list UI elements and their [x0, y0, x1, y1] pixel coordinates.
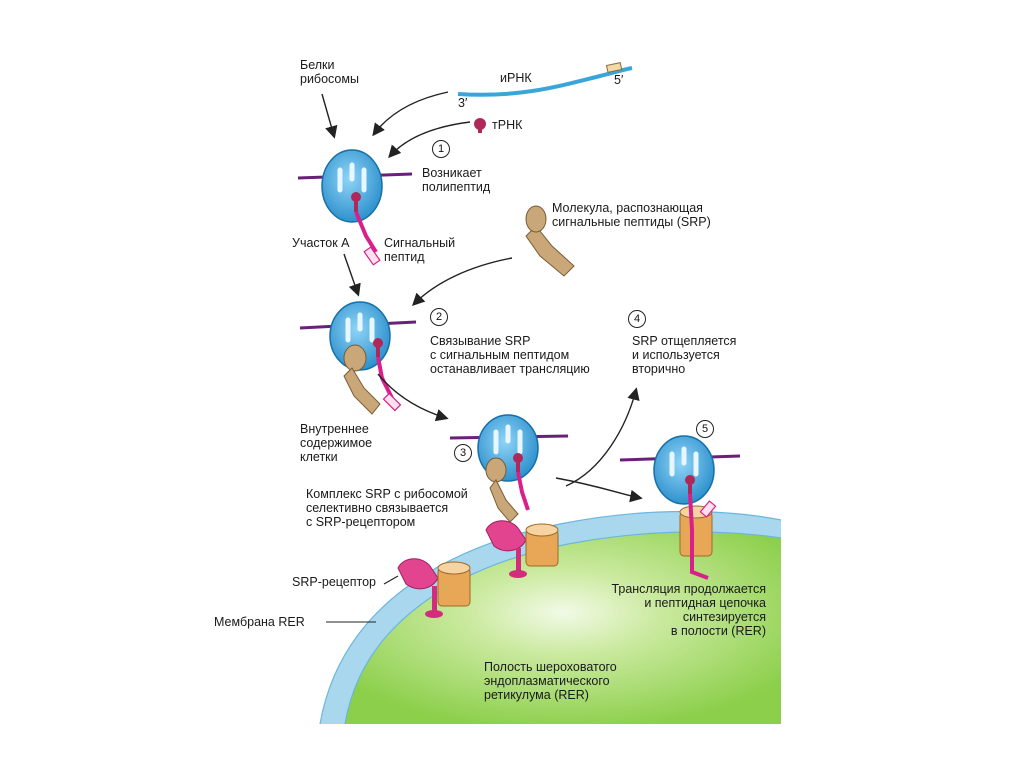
signal-peptide-label: Сигнальный пептид — [384, 236, 456, 264]
ribosome-proteins-label: Белки рибосомы — [300, 58, 359, 86]
process-arrows — [321, 91, 643, 503]
translocon-lower — [437, 561, 471, 607]
ribosome-step-2 — [299, 301, 417, 415]
translocon-step-3 — [525, 523, 559, 567]
ribosome-step-5 — [619, 435, 741, 580]
step-5-badge: 5 — [696, 420, 714, 438]
rer-lumen-label: Полость шероховатого эндоплазматического… — [484, 660, 617, 702]
step-2-badge: 2 — [430, 308, 448, 326]
cytoplasm-label: Внутреннее содержимое клетки — [300, 422, 373, 464]
srp-released-label: SRP отщепляется и используется вторично — [632, 334, 737, 376]
step-3-badge: 3 — [454, 444, 472, 462]
site-a-label: Участок А — [292, 236, 350, 250]
ribosome-step-1 — [297, 149, 413, 266]
pointer-lines — [326, 575, 399, 623]
translation-continues-label: Трансляция продолжается и пептидная цепо… — [611, 582, 766, 638]
mrna-label: иРНК — [500, 71, 532, 85]
mrna-5-end-label: 5′ — [614, 73, 624, 87]
srp-molecule-label: Молекула, распознающая сигнальные пептид… — [552, 201, 711, 229]
srp-binding-label: Связывание SRP с сигнальным пептидом ост… — [430, 334, 590, 376]
ribosome-step-3 — [449, 414, 569, 523]
trna-icon — [474, 118, 486, 133]
rer-membrane-label: Мембрана RER — [214, 615, 305, 629]
step-1-badge: 1 — [432, 140, 450, 158]
mrna-strand — [457, 62, 633, 97]
srp-receptor-label: SRP-рецептор — [292, 575, 376, 589]
mrna-3-end-label: 3′ — [458, 96, 468, 110]
polypeptide-label: Возникает полипептид — [422, 166, 491, 194]
trna-label: тРНК — [492, 118, 523, 132]
step-4-badge: 4 — [628, 310, 646, 328]
free-srp-molecule — [525, 205, 575, 277]
complex-binding-label: Комплекс SRP с рибосомой селективно связ… — [306, 487, 468, 529]
